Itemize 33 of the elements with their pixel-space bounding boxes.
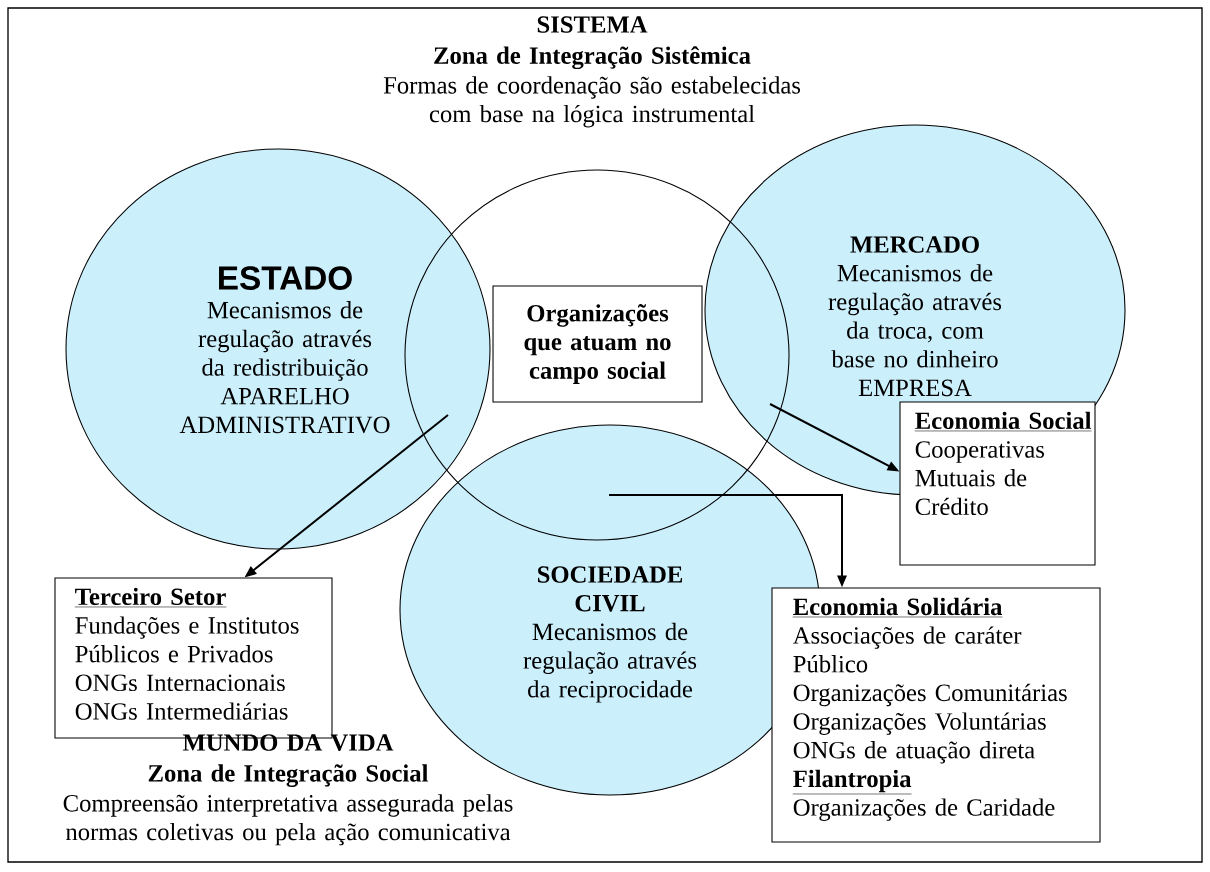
zone-description: Compreensão interpretativa assegurada pelas normas coletivas ou pela ação comunicativa: [63, 794, 513, 846]
ellipse-text: Mecanismos de regulação através da reciprocidade: [523, 622, 697, 703]
box-text: Organizações que atuam no campo social: [524, 304, 671, 384]
ellipse-text: APARELHO ADMINISTRATIVO: [179, 387, 390, 434]
list-item: Cooperativas: [915, 441, 1045, 463]
text-box: [492, 285, 703, 403]
list-item: Organizações Voluntárias: [793, 712, 1046, 735]
ellipse-title: ESTADO: [219, 266, 352, 290]
ellipse-title: MERCADO: [850, 236, 979, 253]
list-heading: Filantropia: [792, 769, 912, 795]
zone-heading: MUNDO DA VIDA: [182, 734, 394, 751]
zone-heading: Zona de Integração Sistêmica: [434, 46, 751, 70]
list-item: Fundações e Institutos Públicos e Privados: [75, 616, 299, 663]
list-item: ONGs de atuação direta: [793, 741, 1035, 764]
ellipse-text: Mecanismos de regulação através da redistribuição: [198, 301, 372, 381]
list-item: ONGs Internacionais: [75, 674, 285, 692]
list-item: Mutuais de Crédito: [915, 469, 1027, 516]
ellipse-text: Mecanismos de regulação através da troca, com base no dinheiro: [828, 264, 1002, 368]
zone-heading: SISTEMA: [537, 16, 648, 33]
ellipse-text: EMPRESA: [858, 379, 972, 397]
text-box: [899, 401, 1096, 566]
list-item: ONGs Intermediárias: [75, 702, 288, 720]
list-item: Associações de caráter Público: [793, 626, 1022, 673]
ellipse-title: SOCIEDADE CIVIL: [538, 566, 683, 612]
list-item: Organizações de Caridade: [793, 798, 1055, 821]
text-box: [771, 587, 1101, 843]
zone-heading: Zona de Integração Social: [148, 764, 429, 787]
list-heading: Economia Solidária: [792, 597, 1003, 618]
list-heading: Economia Social: [914, 411, 1092, 432]
list-heading: Terceiro Setor: [74, 587, 227, 608]
list-item: Organizações Comunitárias: [793, 683, 1067, 707]
ellipse: [404, 169, 790, 541]
zone-description: Formas de coordenação são estabelecidas com base na lógica instrumental: [383, 76, 801, 128]
